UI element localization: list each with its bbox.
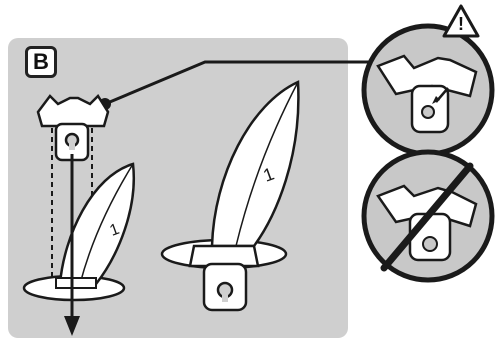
warning-exclamation: ! bbox=[456, 14, 466, 34]
step-label: B bbox=[25, 46, 57, 78]
zoom-correct bbox=[364, 26, 492, 154]
zoom-incorrect bbox=[364, 152, 492, 280]
